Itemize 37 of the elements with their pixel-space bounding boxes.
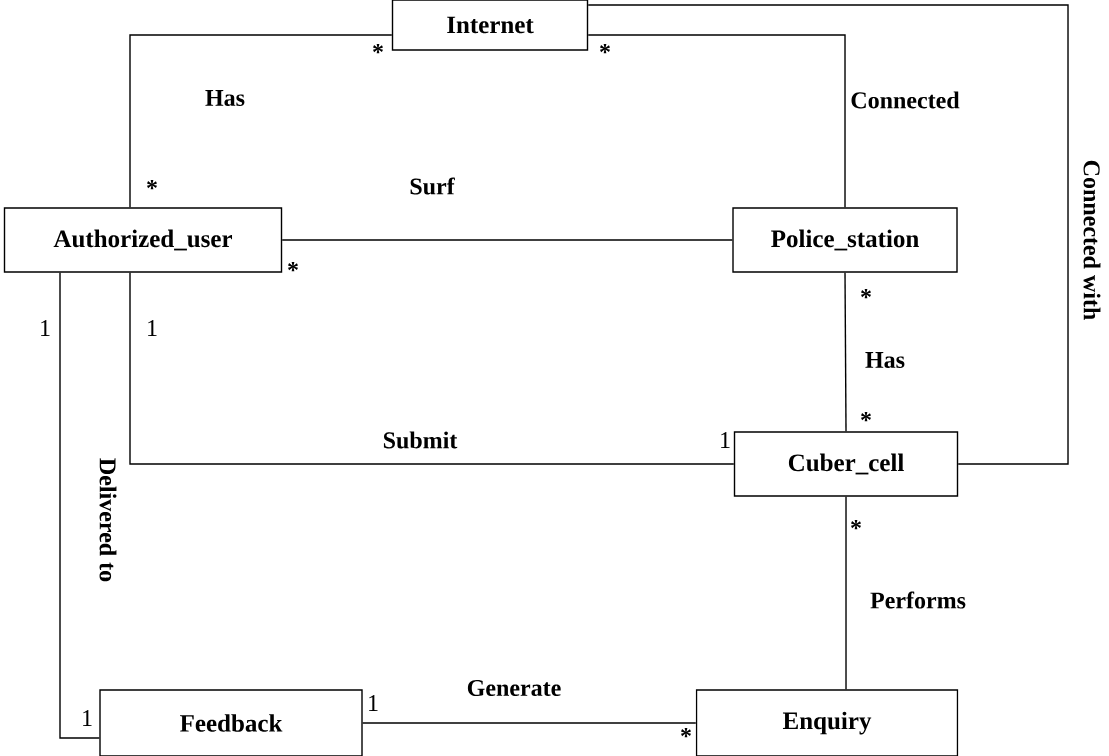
association-label: Performs bbox=[870, 591, 966, 609]
multiplicity: 1 bbox=[41, 320, 50, 336]
multiplicity: * bbox=[600, 44, 610, 54]
class-box: Police_station bbox=[732, 207, 958, 273]
association-line bbox=[281, 239, 733, 241]
multiplicity: * bbox=[147, 180, 157, 190]
association-label: Submit bbox=[383, 431, 458, 449]
class-box: Internet bbox=[391, 0, 589, 51]
multiplicity: 1 bbox=[83, 710, 92, 726]
association-line bbox=[129, 34, 393, 208]
multiplicity: 1 bbox=[721, 432, 730, 448]
association-label: Has bbox=[865, 352, 905, 368]
multiplicity: * bbox=[681, 728, 691, 738]
multiplicity: * bbox=[861, 412, 871, 422]
multiplicity: 1 bbox=[369, 695, 378, 711]
association-label: Surf bbox=[410, 177, 455, 195]
association-line bbox=[587, 34, 846, 208]
multiplicity: * bbox=[851, 520, 861, 530]
association-line bbox=[587, 4, 1069, 465]
association-label: Has bbox=[205, 90, 245, 106]
multiplicity: * bbox=[373, 44, 383, 54]
class-box: Cuber_cell bbox=[733, 431, 959, 497]
association-line bbox=[845, 496, 847, 690]
association-label: Connected bbox=[851, 91, 960, 109]
class-box: Authorized_user bbox=[3, 207, 283, 273]
association-label: Delivered to bbox=[99, 458, 117, 582]
association-line bbox=[844, 272, 847, 432]
class-box: Enquiry bbox=[695, 689, 959, 756]
association-line bbox=[59, 272, 100, 739]
multiplicity: 1 bbox=[148, 320, 157, 336]
association-label: Connected with bbox=[1083, 160, 1101, 320]
class-box: Feedback bbox=[99, 689, 363, 756]
association-line bbox=[129, 272, 735, 465]
association-label: Generate bbox=[467, 679, 561, 697]
association-line bbox=[362, 722, 697, 724]
multiplicity: * bbox=[861, 289, 871, 299]
multiplicity: * bbox=[288, 262, 298, 272]
